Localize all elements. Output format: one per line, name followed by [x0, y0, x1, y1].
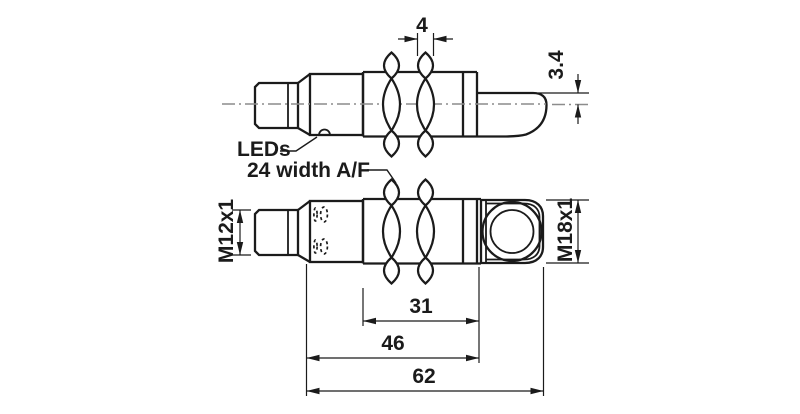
hex-nut-2-bottom — [415, 178, 436, 285]
wrench-size-leader-line — [367, 169, 397, 184]
sensing-head — [479, 198, 545, 265]
dimension-face-offset: 3.4 — [538, 50, 589, 124]
hex-nut-2 — [415, 51, 436, 158]
bottom-view — [253, 178, 545, 285]
leds-leader-line — [280, 136, 318, 152]
dimension-nut-thickness: 4 — [398, 14, 453, 56]
dimension-m18-thread: M18x1 — [546, 198, 589, 264]
dim-overall-length-value: 62 — [412, 365, 435, 388]
head-outline — [479, 198, 545, 265]
led-window — [318, 128, 331, 136]
dim-nut-thickness-value: 4 — [416, 14, 428, 37]
lens-inner-ring — [489, 209, 535, 254]
dim-body-length-value: 46 — [381, 332, 404, 355]
led-windows-hidden — [313, 206, 329, 255]
housing-cone-bottom — [297, 200, 311, 263]
top-view — [222, 51, 548, 158]
label-leds: LEDs — [237, 136, 318, 161]
dimension-thread-length: 31 — [362, 267, 480, 363]
lens-outer-ring — [481, 200, 543, 263]
dim-m18-value: M18x1 — [554, 198, 577, 263]
housing-cone — [297, 73, 311, 136]
dimension-overall-length: 62 — [306, 267, 545, 396]
hex-nut-1-bottom — [381, 178, 402, 285]
dimension-m12-thread: M12x1 — [215, 199, 251, 264]
sensing-head-profile — [477, 91, 548, 138]
wrench-size-text: 24 width A/F — [247, 159, 370, 182]
dim-face-offset-value: 3.4 — [545, 50, 568, 80]
dim-m12-value: M12x1 — [215, 199, 238, 264]
leds-text: LEDs — [237, 138, 291, 161]
label-wrench-size: 24 width A/F — [247, 159, 397, 184]
dimension-body-length: 46 — [305, 264, 479, 396]
dim-thread-length-value: 31 — [409, 295, 433, 318]
head-seam — [486, 202, 541, 261]
hex-nut-1 — [381, 51, 402, 158]
